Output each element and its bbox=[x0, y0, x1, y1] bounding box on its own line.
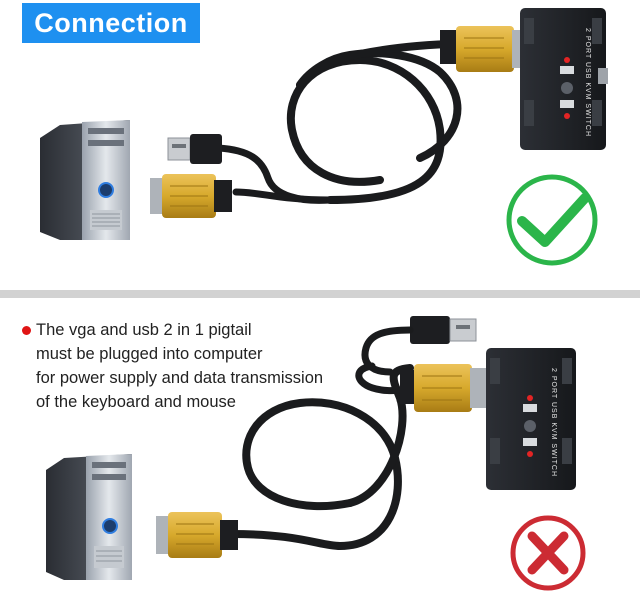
pc-tower-icon bbox=[40, 120, 130, 240]
section-divider bbox=[0, 290, 640, 298]
wrong-connection-illustration: 2 PORT USB KVM SWITCH bbox=[46, 316, 586, 591]
correct-connection-illustration: 2 PORT USB KVM SWITCH bbox=[40, 8, 608, 266]
usb-plug bbox=[167, 134, 222, 164]
pigtail-cable bbox=[214, 40, 462, 204]
note-line: for power supply and data transmission bbox=[36, 369, 324, 387]
pc-tower-icon bbox=[46, 454, 132, 580]
red-dot-icon bbox=[22, 326, 31, 335]
kvm-switch-label: 2 PORT USB KVM SWITCH bbox=[550, 368, 557, 477]
correct-connection-panel: Connection bbox=[0, 0, 640, 290]
kvm-switch-device: 2 PORT USB KVM SWITCH bbox=[486, 348, 576, 490]
note-line: The vga and usb 2 in 1 pigtail bbox=[22, 318, 382, 342]
note-line: must be plugged into computer bbox=[36, 345, 263, 363]
usb-plug bbox=[361, 316, 477, 376]
x-circle-icon bbox=[510, 515, 586, 591]
connection-note: The vga and usb 2 in 1 pigtail must be p… bbox=[22, 318, 382, 414]
kvm-switch-device: 2 PORT USB KVM SWITCH bbox=[520, 8, 608, 150]
note-line: of the keyboard and mouse bbox=[36, 393, 236, 411]
pigtail-cable bbox=[228, 362, 424, 551]
kvm-switch-label: 2 PORT USB KVM SWITCH bbox=[584, 28, 591, 137]
wrong-connection-panel: The vga and usb 2 in 1 pigtail must be p… bbox=[0, 298, 640, 593]
connection-badge: Connection bbox=[22, 3, 200, 43]
vga-plug-switch bbox=[440, 26, 524, 72]
vga-plug-pc bbox=[156, 512, 238, 558]
check-circle-icon bbox=[506, 174, 598, 266]
vga-plug-switch bbox=[400, 364, 486, 412]
vga-plug-pc bbox=[150, 174, 232, 218]
